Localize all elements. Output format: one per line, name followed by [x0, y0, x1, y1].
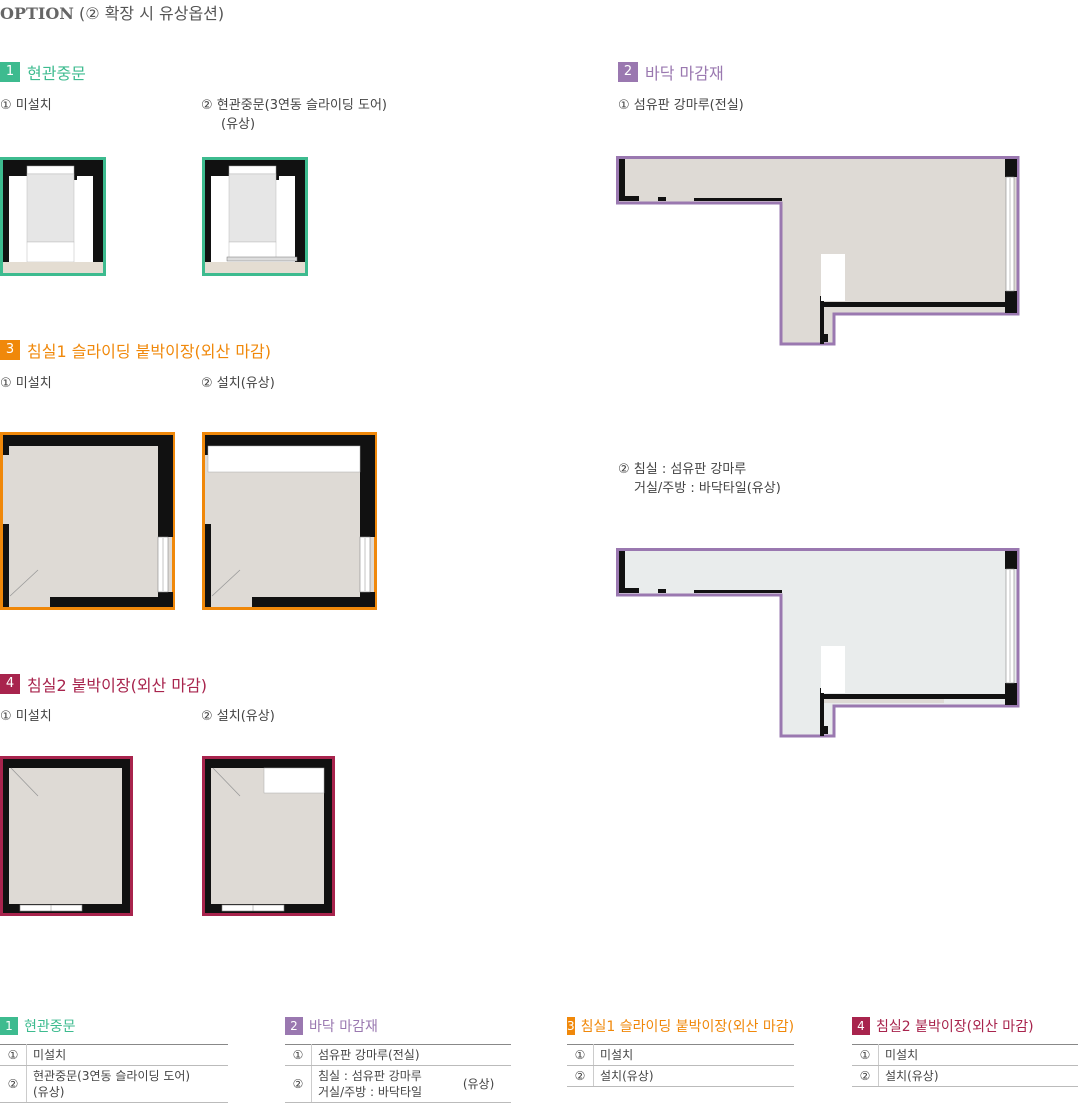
section-title: 바닥 마감재: [645, 64, 724, 83]
section-number-badge: 3: [567, 1017, 575, 1035]
row-text: 미설치: [26, 1044, 228, 1066]
section-number-badge: 3: [0, 340, 20, 360]
bedroom2-plan-option-1: [0, 756, 133, 916]
row-number: ②: [852, 1065, 879, 1087]
bedroom1-option-1-label: ① 미설치: [0, 376, 52, 391]
entrance-option-2-label: ② 현관중문(3연동 슬라이딩 도어) (유상): [201, 96, 387, 134]
summary-entrance: 1 현관중문 ① 미설치 ② 현관중문(3연동 슬라이딩 도어) (유상): [0, 1014, 228, 1103]
table-row: ① 미설치: [852, 1044, 1078, 1066]
floor-option-1-label: ① 섬유판 강마루(전실): [618, 98, 744, 113]
row-number: ①: [0, 1044, 27, 1066]
option-note: (② 확장 시 유상옵션): [79, 4, 225, 23]
entrance-option-2-line2: (유상): [221, 117, 256, 132]
section-title: 침실2 붙박이장(외산 마감): [876, 1019, 1034, 1035]
summary-floor-header: 2 바닥 마감재: [285, 1014, 511, 1038]
table-row: ① 미설치: [567, 1044, 794, 1066]
row-number: ①: [567, 1044, 594, 1066]
table-row: ① 섬유판 강마루(전실): [285, 1044, 511, 1066]
row-text: 미설치: [878, 1044, 1078, 1066]
summary-bedroom2-table: ① 미설치 ② 설치(유상): [852, 1044, 1078, 1087]
table-row: ② 설치(유상): [567, 1065, 794, 1087]
bedroom1-plan-option-2: [202, 432, 377, 610]
entrance-option-2-line1: ② 현관중문(3연동 슬라이딩 도어): [201, 98, 387, 113]
row-text-line2: 거실/주방 : 바닥타일: [318, 1085, 423, 1099]
entrance-option-1-label: ① 미설치: [0, 98, 52, 113]
row-text: 설치(유상): [593, 1065, 794, 1087]
summary-entrance-table: ① 미설치 ② 현관중문(3연동 슬라이딩 도어) (유상): [0, 1044, 228, 1103]
row-number: ②: [285, 1065, 312, 1103]
row-number: ②: [0, 1065, 27, 1103]
floor-option-2-label: ② 침실 : 섬유판 강마루 거실/주방 : 바닥타일(유상): [618, 460, 781, 498]
section-number-badge: 2: [618, 62, 638, 82]
row-text-line1: 현관중문(3연동 슬라이딩 도어): [33, 1069, 191, 1083]
option-label: OPTION: [0, 4, 74, 23]
table-row: ② 침실 : 섬유판 강마루 거실/주방 : 바닥타일 (유상): [285, 1065, 511, 1103]
bedroom1-option-2-label: ② 설치(유상): [201, 376, 275, 391]
floor-plan-option-1: [616, 156, 1020, 346]
bedroom2-option-2-label: ② 설치(유상): [201, 709, 275, 724]
section-number-badge: 1: [0, 62, 20, 82]
bedroom2-option-1-label: ① 미설치: [0, 709, 52, 724]
summary-bedroom1: 3 침실1 슬라이딩 붙박이장(외산 마감) ① 미설치 ② 설치(유상): [567, 1014, 794, 1087]
floor-option-2-line1: ② 침실 : 섬유판 강마루: [618, 462, 747, 477]
row-text: 설치(유상): [878, 1065, 1078, 1087]
row-suffix: (유상): [456, 1065, 511, 1103]
page-title: OPTION (② 확장 시 유상옵션): [0, 0, 224, 24]
bedroom2-plan-option-2: [202, 756, 335, 916]
summary-bedroom1-table: ① 미설치 ② 설치(유상): [567, 1044, 794, 1087]
summary-floor: 2 바닥 마감재 ① 섬유판 강마루(전실) ② 침실 : 섬유판 강마루 거실…: [285, 1014, 511, 1103]
section-number-badge: 4: [852, 1017, 870, 1035]
section-entrance-header: 1 현관중문: [0, 60, 86, 84]
bedroom1-plan-option-1: [0, 432, 175, 610]
section-bedroom1-header: 3 침실1 슬라이딩 붙박이장(외산 마감): [0, 338, 271, 362]
section-title: 바닥 마감재: [309, 1019, 378, 1035]
summary-floor-table: ① 섬유판 강마루(전실) ② 침실 : 섬유판 강마루 거실/주방 : 바닥타…: [285, 1044, 511, 1103]
section-bedroom2-header: 4 침실2 붙박이장(외산 마감): [0, 672, 207, 696]
section-title: 침실1 슬라이딩 붙박이장(외산 마감): [27, 342, 272, 361]
section-floor-header: 2 바닥 마감재: [618, 60, 724, 84]
floor-option-2-line2: 거실/주방 : 바닥타일(유상): [634, 481, 781, 496]
section-title: 침실2 붙박이장(외산 마감): [27, 676, 208, 695]
entrance-plan-option-2: [202, 157, 308, 276]
section-number-badge: 4: [0, 674, 20, 694]
row-text: 침실 : 섬유판 강마루 거실/주방 : 바닥타일: [311, 1065, 457, 1103]
row-number: ①: [285, 1044, 312, 1066]
table-row: ② 설치(유상): [852, 1065, 1078, 1087]
entrance-plan-option-1: [0, 157, 106, 276]
table-row: ① 미설치: [0, 1044, 228, 1066]
summary-bedroom1-header: 3 침실1 슬라이딩 붙박이장(외산 마감): [567, 1014, 794, 1038]
row-number: ①: [852, 1044, 879, 1066]
row-text: 미설치: [593, 1044, 794, 1066]
row-text: 섬유판 강마루(전실): [311, 1044, 511, 1066]
section-number-badge: 1: [0, 1017, 18, 1035]
section-number-badge: 2: [285, 1017, 303, 1035]
section-title: 침실1 슬라이딩 붙박이장(외산 마감): [580, 1019, 795, 1035]
row-text-line1: 침실 : 섬유판 강마루: [318, 1069, 422, 1083]
row-number: ②: [567, 1065, 594, 1087]
row-text: 현관중문(3연동 슬라이딩 도어) (유상): [26, 1065, 228, 1103]
summary-bedroom2: 4 침실2 붙박이장(외산 마감) ① 미설치 ② 설치(유상): [852, 1014, 1078, 1087]
summary-entrance-header: 1 현관중문: [0, 1014, 228, 1038]
row-text-line2: (유상): [33, 1085, 65, 1099]
table-row: ② 현관중문(3연동 슬라이딩 도어) (유상): [0, 1065, 228, 1103]
section-title: 현관중문: [24, 1019, 76, 1035]
floor-plan-option-2: [616, 548, 1020, 738]
section-title: 현관중문: [27, 64, 86, 83]
summary-bedroom2-header: 4 침실2 붙박이장(외산 마감): [852, 1014, 1078, 1038]
